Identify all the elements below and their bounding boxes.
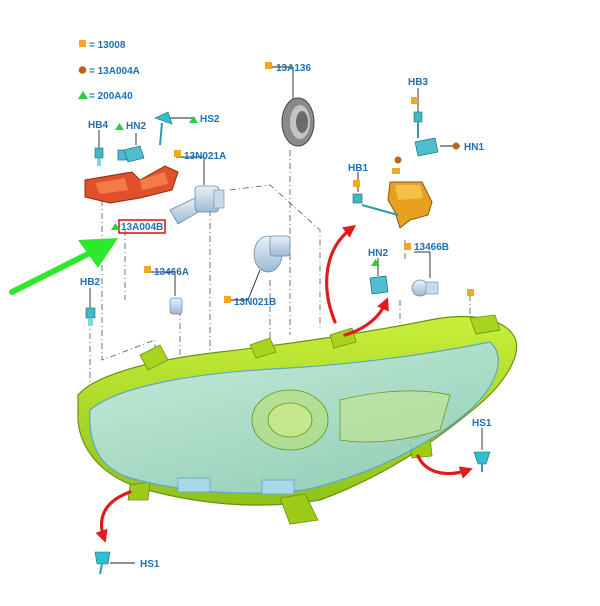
- label-hb1: HB1: [348, 163, 368, 174]
- label-hn1: HN1: [464, 142, 484, 153]
- label-13a004b: 13A004B: [121, 222, 163, 233]
- green-triangle-icon: [78, 91, 88, 99]
- orange-square-icon: [79, 40, 86, 47]
- label-13n021a: 13N021A: [184, 151, 226, 162]
- red-arrow-hs1-right: [416, 454, 473, 479]
- green-triangle-icon: [111, 223, 120, 230]
- bulb-13466b: [411, 251, 439, 297]
- red-arrows: [95, 224, 473, 543]
- label-hs1-right: HS1: [472, 418, 492, 429]
- label-13466a: 13466A: [154, 267, 189, 278]
- orange-square-icon: [174, 150, 181, 157]
- fastener-hn2-top: [123, 133, 145, 163]
- label-hb3: HB3: [408, 77, 428, 88]
- orange-square-icon: [404, 243, 411, 250]
- label-13466b: 13466B: [414, 242, 449, 253]
- fastener-hn2-mid: [369, 258, 389, 295]
- highlight-box-13a004b: [118, 219, 166, 234]
- fastener-hb4: [94, 130, 104, 166]
- dust-cap-13a136: [272, 66, 315, 147]
- legend: = 13008 = 13A004A = 200A40: [78, 40, 140, 102]
- legend-label: = 13A004A: [89, 66, 140, 77]
- orange-square-icon: [224, 296, 231, 303]
- label-hb4: HB4: [88, 120, 108, 131]
- orange-square-icon: [467, 289, 474, 296]
- bulb-13466a: [148, 271, 183, 315]
- orange-square-icon: [144, 266, 151, 273]
- fastener-hs2: [154, 111, 195, 146]
- green-triangle-icon: [371, 259, 380, 266]
- fastener-hb1: [352, 172, 363, 204]
- fastener-hb3: [413, 88, 423, 138]
- legend-item-200a40: = 200A40: [78, 91, 133, 102]
- label-hs2: HS2: [200, 114, 220, 125]
- legend-label: = 13008: [89, 40, 126, 51]
- orange-square-icon: [265, 62, 272, 69]
- orange-square-icon: [411, 97, 418, 104]
- red-arrow-hs1-bottom: [95, 490, 132, 543]
- label-hn2-top: HN2: [126, 121, 146, 132]
- bulb-13n021a: [169, 156, 225, 225]
- legend-item-13a004a: = 13A004A: [78, 66, 140, 77]
- label-hn2-mid: HN2: [368, 248, 388, 259]
- fastener-hs1-right: [473, 428, 491, 472]
- legend-item-13008: = 13008: [79, 40, 126, 51]
- part-labels: HB4 HN2 HS2 13A136 HB3 HN1 13N021A HB1 1…: [80, 63, 492, 570]
- bracket-13008: [361, 156, 433, 229]
- green-triangle-icon: [115, 123, 124, 130]
- callout-arrow: [9, 238, 118, 295]
- red-arrow-hn2: [343, 297, 389, 337]
- orange-square-icon: [353, 180, 360, 187]
- red-arrow-hb1: [325, 224, 357, 324]
- label-13a136: 13A136: [276, 63, 311, 74]
- bulb-13n021b: [228, 235, 291, 301]
- label-hs1-bottom: HS1: [140, 559, 160, 570]
- legend-label: = 200A40: [89, 91, 133, 102]
- fastener-hb2: [85, 288, 96, 326]
- green-triangle-icon: [189, 116, 198, 123]
- label-hb2: HB2: [80, 277, 100, 288]
- headlamp-lens: [89, 341, 499, 495]
- brown-circle-icon: [78, 66, 87, 74]
- fastener-hs1-bottom: [94, 551, 135, 575]
- fastener-hn1: [414, 137, 460, 157]
- label-13n021b: 13N021B: [234, 297, 276, 308]
